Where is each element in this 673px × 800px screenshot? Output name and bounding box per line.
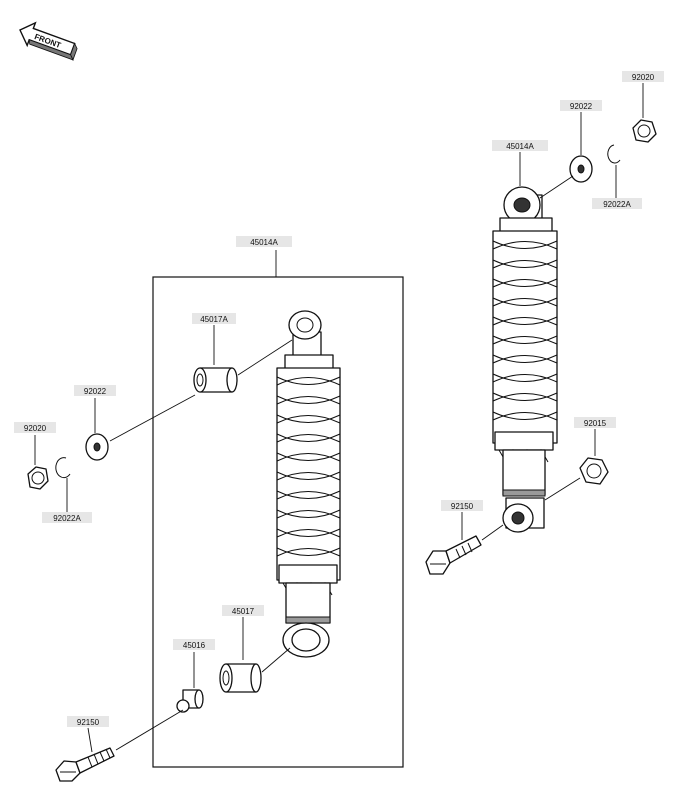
label-left-bushing-top: 45017A [192,313,236,324]
svg-text:92022A: 92022A [603,200,631,209]
bottom-nut-right [579,457,609,485]
svg-text:45017: 45017 [232,607,255,616]
svg-text:92015: 92015 [584,419,607,428]
nut-left [27,466,49,490]
svg-text:45014A: 45014A [250,238,278,247]
washer-right [569,155,593,183]
svg-text:92150: 92150 [77,718,100,727]
label-left-clip: 92022A [42,512,92,523]
bolt-left [55,747,115,782]
label-right-washer: 92022 [560,100,602,111]
svg-text:92022: 92022 [570,102,593,111]
label-right-clip: 92022A [592,198,642,209]
washer-left [85,433,109,461]
leader-lines-right [461,83,644,541]
label-left-bolt: 92150 [67,716,109,727]
svg-text:45014A: 45014A [506,142,534,151]
part-labels: 45014A 45017A 92022 92020 92022A 45017 4… [14,71,664,727]
label-left-assembly: 45014A [236,236,292,247]
assembly-frame [152,276,404,768]
label-right-assembly: 45014A [492,140,548,151]
svg-text:92150: 92150 [451,502,474,511]
clip-right [607,144,621,164]
label-left-bushing-bottom: 45017 [222,605,264,616]
collar-left [176,689,204,713]
left-shock-absorber [276,310,341,658]
front-arrow-icon: FRONT [19,21,78,61]
svg-text:45017A: 45017A [200,315,228,324]
bolt-right [425,535,482,575]
leader-lines-left [34,250,293,753]
svg-text:92020: 92020 [24,424,47,433]
right-shock-absorber [492,186,558,533]
nut-right [632,119,657,143]
label-left-nut: 92020 [14,422,56,433]
bushing-bottom-left [219,663,262,693]
label-left-collar: 45016 [173,639,215,650]
label-right-nut: 92020 [622,71,664,82]
svg-text:92022A: 92022A [53,514,81,523]
bushing-top-left [193,367,238,393]
clip-left [55,457,71,479]
svg-text:45016: 45016 [183,641,206,650]
label-right-bolt: 92150 [441,500,483,511]
label-left-washer: 92022 [74,385,116,396]
svg-text:92020: 92020 [632,73,655,82]
svg-text:92022: 92022 [84,387,107,396]
label-right-bottom-nut: 92015 [574,417,616,428]
